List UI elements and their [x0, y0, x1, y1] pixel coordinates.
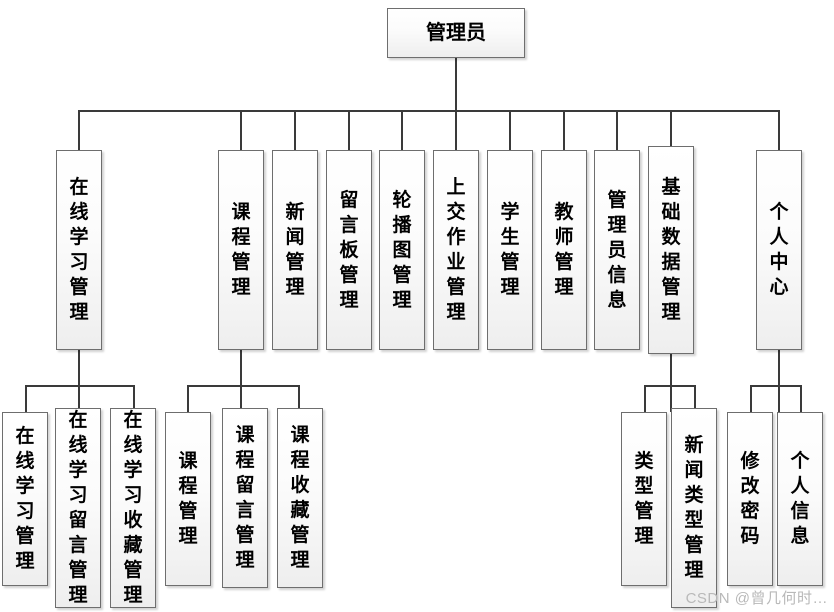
- connector-online-study-stem: [78, 350, 80, 412]
- connector-online-study-child-2: [78, 385, 80, 412]
- node-root-administrator[interactable]: 管理员: [387, 8, 525, 58]
- connector-drop-course: [240, 110, 242, 150]
- node-label: 新 闻 管 理: [285, 202, 305, 298]
- connector-course-child-1: [187, 385, 189, 412]
- node-message-board-management[interactable]: 留 言 板 管 理: [326, 150, 372, 350]
- node-label: 个 人 信 息: [790, 451, 810, 547]
- connector-drop-online-study: [78, 110, 80, 150]
- node-personal-center[interactable]: 个 人 中 心: [756, 150, 802, 350]
- node-label: 基 础 数 据 管 理: [661, 177, 681, 323]
- node-course-management-child[interactable]: 课 程 管 理: [165, 412, 211, 586]
- connector-drop-homework: [455, 110, 457, 150]
- node-label: 管理员: [426, 22, 486, 44]
- node-news-management[interactable]: 新 闻 管 理: [272, 150, 318, 350]
- node-label: 上 交 作 业 管 理: [446, 177, 466, 323]
- node-online-study-message-management[interactable]: 在 线 学 习 留 言 管 理: [55, 408, 101, 608]
- node-label: 学 生 管 理: [500, 202, 520, 298]
- connector-course-child-2: [240, 385, 242, 412]
- connector-main-bus: [78, 110, 780, 112]
- connector-drop-personal-center: [778, 110, 780, 150]
- connector-course-stem: [240, 350, 242, 412]
- node-label: 在 线 学 习 管 理: [15, 426, 35, 572]
- node-online-study-management[interactable]: 在 线 学 习 管 理: [56, 150, 102, 350]
- connector-basic-data-bus: [644, 385, 696, 387]
- connector-personal-center-child-2: [800, 385, 802, 412]
- node-label: 类 型 管 理: [634, 451, 654, 547]
- node-online-study-favorite-management[interactable]: 在 线 学 习 收 藏 管 理: [110, 408, 156, 608]
- node-type-management[interactable]: 类 型 管 理: [621, 412, 667, 586]
- connector-course-bus: [187, 385, 298, 387]
- connector-drop-teacher: [563, 110, 565, 150]
- node-administrator-info[interactable]: 管 理 员 信 息: [594, 150, 640, 350]
- connector-drop-basic-data: [670, 110, 672, 150]
- node-homework-submission-management[interactable]: 上 交 作 业 管 理: [433, 150, 479, 350]
- node-label: 课 程 管 理: [231, 202, 251, 298]
- node-label: 在 线 学 习 留 言 管 理: [68, 410, 88, 606]
- connector-drop-admin-info: [616, 110, 618, 150]
- node-change-password[interactable]: 修 改 密 码: [727, 412, 773, 586]
- node-label: 轮 播 图 管 理: [392, 189, 412, 311]
- connector-root-stem: [455, 58, 457, 112]
- node-label: 修 改 密 码: [740, 451, 760, 547]
- connector-basic-data-child-2: [694, 385, 696, 412]
- connector-personal-center-stem: [778, 350, 780, 412]
- node-label: 个 人 中 心: [769, 202, 789, 298]
- node-student-management[interactable]: 学 生 管 理: [487, 150, 533, 350]
- node-course-message-management[interactable]: 课 程 留 言 管 理: [222, 408, 268, 588]
- connector-online-study-child-3: [133, 385, 135, 412]
- node-online-study-management-child[interactable]: 在 线 学 习 管 理: [2, 412, 48, 586]
- connector-drop-carousel: [401, 110, 403, 150]
- connector-personal-center-bus: [750, 385, 802, 387]
- node-basic-data-management[interactable]: 基 础 数 据 管 理: [648, 146, 694, 354]
- node-label: 在 线 学 习 收 藏 管 理: [123, 410, 143, 606]
- connector-drop-news: [294, 110, 296, 150]
- node-label: 新 闻 类 型 管 理: [684, 435, 704, 581]
- node-label: 课 程 留 言 管 理: [235, 425, 255, 571]
- connector-personal-center-child-1: [750, 385, 752, 412]
- connector-online-study-bus: [25, 385, 135, 387]
- node-course-favorite-management[interactable]: 课 程 收 藏 管 理: [277, 408, 323, 588]
- node-course-management[interactable]: 课 程 管 理: [218, 150, 264, 350]
- connector-basic-data-stem: [670, 350, 672, 412]
- node-teacher-management[interactable]: 教 师 管 理: [541, 150, 587, 350]
- connector-drop-message-board: [348, 110, 350, 150]
- connector-basic-data-child-1: [644, 385, 646, 412]
- connector-course-child-3: [298, 385, 300, 412]
- node-label: 教 师 管 理: [554, 202, 574, 298]
- node-label: 课 程 收 藏 管 理: [290, 425, 310, 571]
- node-personal-info[interactable]: 个 人 信 息: [777, 412, 823, 586]
- node-label: 留 言 板 管 理: [339, 189, 359, 311]
- node-carousel-management[interactable]: 轮 播 图 管 理: [379, 150, 425, 350]
- node-label: 管 理 员 信 息: [607, 189, 627, 311]
- node-news-type-management[interactable]: 新 闻 类 型 管 理: [671, 408, 717, 608]
- node-label: 课 程 管 理: [178, 451, 198, 547]
- connector-online-study-child-1: [25, 385, 27, 412]
- node-label: 在 线 学 习 管 理: [69, 177, 89, 323]
- connector-drop-student: [509, 110, 511, 150]
